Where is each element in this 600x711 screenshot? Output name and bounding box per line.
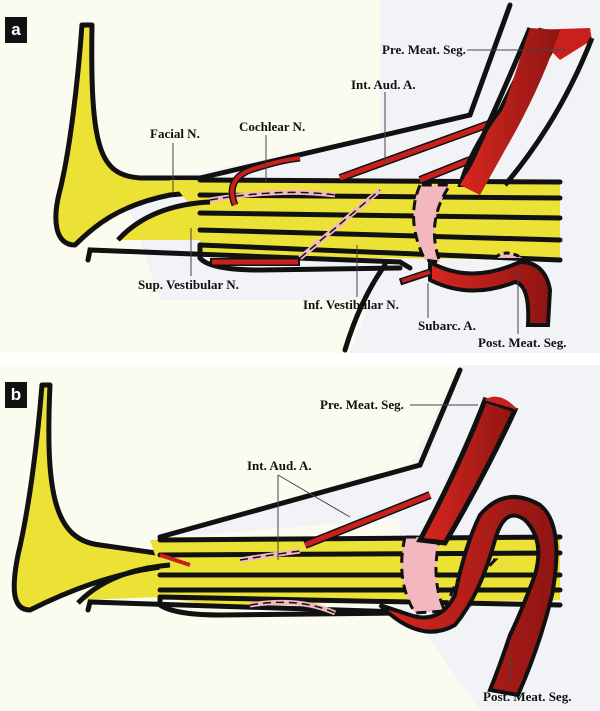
cochlear-artery xyxy=(230,156,301,206)
int-aud-artery xyxy=(339,117,501,181)
sup-vestibular-tip-outline xyxy=(76,562,171,605)
pre-meatal-top xyxy=(484,396,518,410)
post-meatal-loop xyxy=(378,495,559,698)
facial-nerve-genu xyxy=(53,22,203,248)
int-aud-artery xyxy=(304,492,431,548)
panel-letter-a: a xyxy=(5,17,27,43)
facial-area-artery xyxy=(159,553,191,567)
label-subarc-a: Subarc. A. xyxy=(418,318,476,333)
hidden-artery-course xyxy=(209,183,523,264)
pre-meatal-edge-left xyxy=(462,27,533,177)
label-cochlear-n: Cochlear N. xyxy=(239,119,306,134)
pre-meatal-fill xyxy=(460,28,560,195)
leader-lines xyxy=(277,404,511,685)
label-int-aud-a: Int. Aud. A. xyxy=(351,77,416,92)
panel-a-illustration xyxy=(0,0,600,353)
label-int-aud-a: Int. Aud. A. xyxy=(247,458,312,473)
facial-nerve-genu xyxy=(11,382,173,613)
panel-a: a Pre. Meat. Seg. Int. Aud. A. Facial N.… xyxy=(0,0,600,353)
canal-roof-outline xyxy=(157,367,463,540)
label-pre-meat-seg: Pre. Meat. Seg. xyxy=(382,42,466,57)
sup-vestibular-tip-outline xyxy=(116,199,211,242)
panel-letter-b: b xyxy=(5,382,27,408)
leader-lines xyxy=(172,49,566,334)
label-post-meat-seg: Post. Meat. Seg. xyxy=(478,335,567,350)
subarc-artery xyxy=(401,270,431,283)
artery-branch xyxy=(419,157,471,183)
label-pre-meat-seg: Pre. Meat. Seg. xyxy=(320,397,404,412)
panel-b-illustration xyxy=(0,365,600,711)
pre-meatal-segment xyxy=(416,396,519,546)
canal-floor-outline xyxy=(85,247,413,271)
label-sup-vestibular-n: Sup. Vestibular N. xyxy=(138,277,239,292)
label-post-meat-seg: Post. Meat. Seg. xyxy=(483,689,572,704)
post-meatal-segment xyxy=(428,258,553,327)
porus-lip-outline xyxy=(342,262,388,353)
label-inf-vestibular-n: Inf. Vestibular N. xyxy=(303,297,399,312)
label-facial-n: Facial N. xyxy=(150,126,200,141)
pre-meatal-edge-right xyxy=(503,37,595,187)
panel-b: b Pre. Meat. Seg. Int. Aud. A. Post. Mea… xyxy=(0,365,600,711)
canal-floor-outline xyxy=(85,599,403,615)
